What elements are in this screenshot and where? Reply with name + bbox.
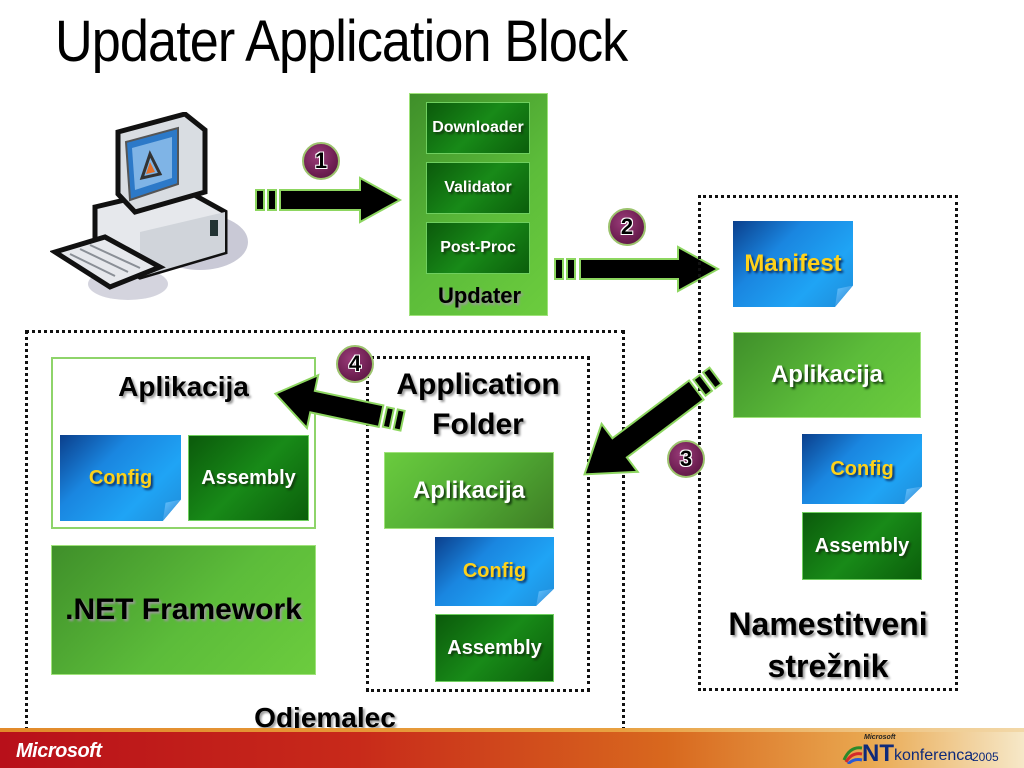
server-app-box: Aplikacija (733, 332, 921, 418)
step-badge-3: 3 (667, 440, 705, 478)
client-app-title: Aplikacija (118, 371, 249, 402)
dotnet-framework-box: .NET Framework (51, 545, 316, 675)
server-label-line2: strežnik (767, 647, 889, 684)
updater-block: Downloader Validator Post-Proc Updater (409, 93, 548, 316)
event-nt: NT (862, 740, 894, 767)
app-folder-title-line1: Application (396, 368, 560, 401)
client-config-label: Config (88, 466, 153, 489)
footer-bar: Microsoft Microsoft NT konferenca 2005 (0, 732, 1024, 768)
event-name: konferenca (894, 747, 974, 764)
app-folder-title-line2: Folder (432, 408, 524, 441)
arrow-step-4 (273, 373, 406, 432)
nt-konferenca-logo: Microsoft NT konferenca 2005 (842, 734, 1012, 767)
manifest-label: Manifest (744, 250, 842, 277)
folder-config-document: Config (435, 537, 554, 606)
arrow-step-1 (255, 176, 403, 224)
post-proc-box: Post-Proc (426, 222, 530, 274)
page-fold-icon (162, 499, 181, 521)
manifest-document: Manifest (733, 221, 853, 307)
validator-box: Validator (426, 162, 530, 214)
folder-app-box: Aplikacija (384, 452, 554, 529)
folder-assembly-box: Assembly (435, 614, 554, 682)
step-badge-1: 1 (302, 142, 340, 180)
server-config-label: Config (830, 457, 894, 480)
client-assembly-box: Assembly (188, 435, 309, 521)
updater-label: Updater (437, 283, 522, 308)
server-config-document: Config (802, 434, 922, 504)
step-badge-4: 4 (336, 345, 374, 383)
downloader-box: Downloader (426, 102, 530, 154)
footer-accent-bar (0, 728, 1024, 734)
slide-title: Updater Application Block (55, 9, 628, 74)
client-config-document: Config (60, 435, 181, 521)
event-microsoft-small: Microsoft (864, 734, 896, 741)
swoosh-icon (842, 746, 863, 764)
microsoft-logo: Microsoft (16, 740, 102, 762)
computer-icon (50, 112, 248, 300)
folder-config-label: Config (462, 560, 527, 582)
client-label: Odjemalec (254, 702, 396, 733)
server-label-line1: Namestitveni (728, 605, 928, 642)
event-year: 2005 (972, 750, 999, 764)
step-badge-2: 2 (608, 208, 646, 246)
arrow-step-3 (583, 366, 723, 476)
client-app-container: Aplikacija Config Assembly (51, 357, 316, 529)
server-assembly-box: Assembly (802, 512, 922, 580)
arrow-step-2 (554, 245, 721, 293)
server-container (698, 195, 958, 691)
